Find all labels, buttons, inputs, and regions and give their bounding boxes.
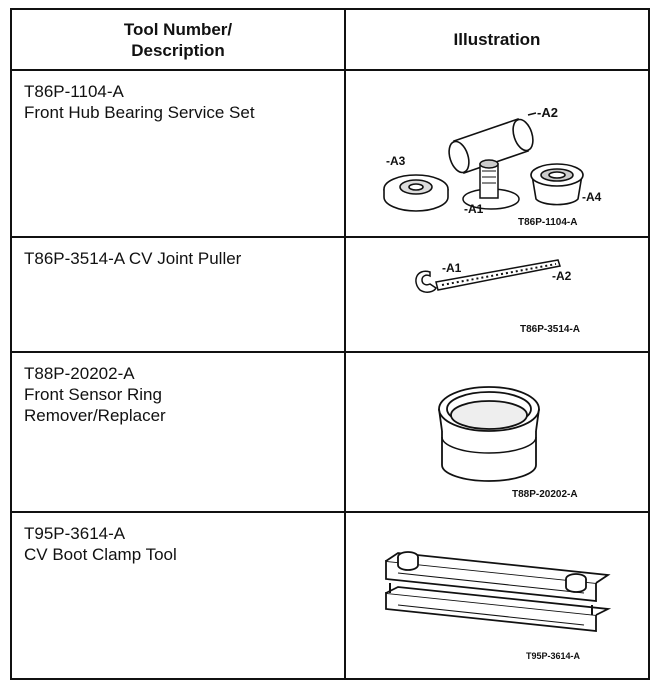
callout-a2: -A2	[552, 269, 572, 283]
illustration-caption: T86P-3514-A	[520, 324, 580, 335]
table-row: T86P-1104-A Front Hub Bearing Service Se…	[10, 69, 650, 238]
tool-number: T95P-3614-A	[24, 524, 126, 543]
table-row: T88P-20202-A Front Sensor Ring Remover/R…	[10, 351, 650, 513]
tool-description: Front Hub Bearing Service Set	[24, 103, 255, 122]
header-illustration: Illustration	[344, 8, 650, 71]
callout-a1: -A1	[442, 261, 462, 275]
header-tool-number-line1: Tool Number/	[123, 19, 233, 39]
tool-description-cell: T95P-3614-A CV Boot Clamp Tool	[10, 511, 346, 680]
tool-number: T86P-1104-A	[24, 82, 124, 101]
illustration-cell: -A1 -A2 T86P-3514-A	[344, 236, 650, 353]
table-row: T95P-3614-A CV Boot Clamp Tool	[10, 511, 650, 680]
callout-a2: -A2	[537, 105, 558, 120]
callout-a1: -A1	[464, 202, 484, 216]
illustration-cell: -A2 -A3 -A1 -A4 T86P-1104-A	[344, 69, 650, 238]
tool-table: Tool Number/ Description Illustration T8…	[10, 8, 650, 680]
illustration-cell: T95P-3614-A	[344, 511, 650, 680]
tool-description-cell: T86P-3514-A CV Joint Puller	[10, 236, 346, 353]
tool-description-line1: Front Sensor Ring	[24, 385, 162, 404]
tool-description: CV Boot Clamp Tool	[24, 545, 177, 564]
illustration-cell: T88P-20202-A	[344, 351, 650, 513]
callout-a4: -A4	[582, 190, 602, 204]
sensor-ring-tool-illustration: T88P-20202-A	[438, 386, 578, 500]
cv-joint-puller-illustration: -A1 -A2 T86P-3514-A	[415, 259, 580, 335]
illustration-caption: T95P-3614-A	[526, 651, 581, 661]
tool-description-cell: T88P-20202-A Front Sensor Ring Remover/R…	[10, 351, 346, 513]
tool-description-cell: T86P-1104-A Front Hub Bearing Service Se…	[10, 69, 346, 238]
tool-number: T88P-20202-A	[24, 364, 135, 383]
tool-description-line2: Remover/Replacer	[24, 406, 166, 425]
callout-a3: -A3	[386, 154, 406, 168]
illustration-caption: T88P-20202-A	[512, 489, 578, 500]
table-row: T86P-3514-A CV Joint Puller -A1 -A2 T86P…	[10, 236, 650, 353]
hub-bearing-set-illustration: -A2 -A3 -A1 -A4 T86P-1104-A	[383, 105, 602, 228]
tool-number: T86P-3514-A CV Joint Puller	[24, 249, 242, 268]
header-tool-number-line2: Description	[131, 40, 225, 60]
table-header-row: Tool Number/ Description Illustration	[10, 8, 650, 71]
boot-clamp-tool-illustration: T95P-3614-A	[385, 551, 612, 661]
illustration-caption: T86P-1104-A	[518, 217, 577, 228]
header-tool-number: Tool Number/ Description	[10, 8, 346, 71]
